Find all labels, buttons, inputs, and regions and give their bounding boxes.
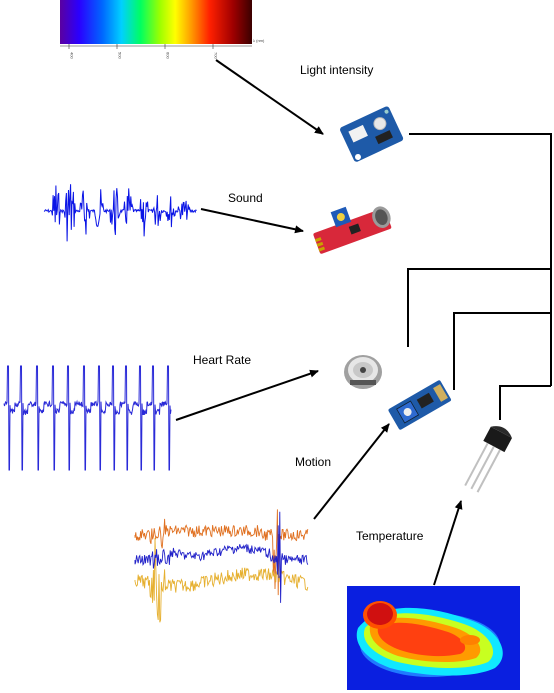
arrow-heart-rate: [175, 369, 319, 421]
sound-label: Sound: [228, 191, 263, 205]
sensor-bus-lines: [407, 133, 552, 420]
motion-sensor-module: [388, 380, 451, 430]
spectrum-tick-label: 600: [166, 52, 171, 59]
arrow-temperature: [433, 500, 463, 586]
spectrum-tick-label: 700: [214, 52, 219, 59]
temperature-label: Temperature: [356, 529, 424, 543]
spectrum-image: 400 500 600 700 λ (nm): [60, 0, 265, 59]
arrow-motion: [313, 423, 390, 520]
light-intensity-label: Light intensity: [300, 63, 374, 77]
spectrum-tick-label: 400: [70, 52, 75, 59]
heart-rate-trace: [3, 365, 172, 471]
sound-sensor-module: [313, 206, 392, 254]
heart-rate-sensor: [344, 355, 382, 389]
thermal-image: [347, 586, 520, 690]
motion-signal-plot: [134, 509, 309, 623]
spectrum-tick-label: 500: [118, 52, 123, 59]
temperature-sensor: [464, 426, 512, 493]
motion-trace-blue: [134, 511, 309, 603]
arrow-light: [215, 59, 324, 135]
motion-trace-yellow: [134, 537, 309, 623]
light-sensor-module: [340, 106, 404, 162]
spectrum-axis-unit: λ (nm): [253, 38, 265, 43]
spectrum-axis-ticks: 400 500 600 700: [68, 44, 219, 59]
sound-waveform: [43, 184, 197, 242]
heart-rate-label: Heart Rate: [193, 353, 252, 367]
arrow-sound: [200, 208, 304, 234]
motion-label: Motion: [295, 455, 332, 469]
arrows: [175, 59, 463, 586]
